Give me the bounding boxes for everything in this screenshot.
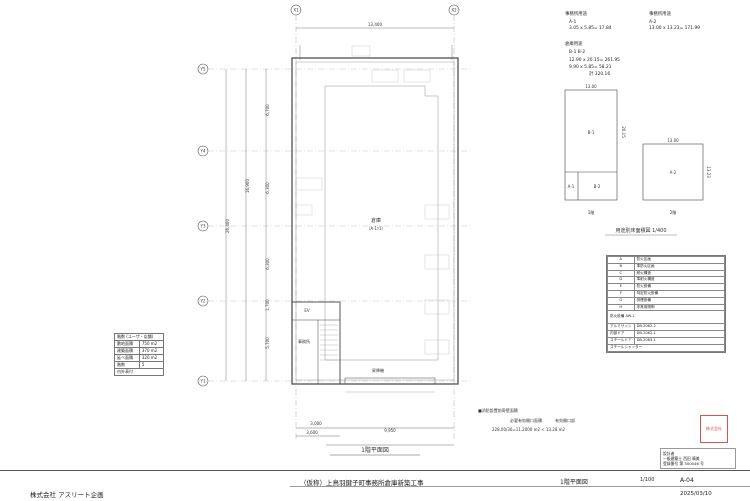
designer-block: 設計者 一級建築士 西田 晴美 登録番号 第 300046 号 [660,448,736,469]
drawing-name: 1階平面図 [560,479,588,486]
area-dim-3: 13.00 [667,138,679,143]
office-a2-label: A-2 [649,20,657,25]
left-span-5: 5,700 [265,337,270,349]
note-1: ■消防設置前寄壁面積 [478,407,518,413]
bottom-dim-2: 9,950 [384,428,396,433]
axis-y3: Y3 [200,224,206,229]
spec-table-header: 階数 (ユーザ・店舗) [114,333,164,341]
building-walls [291,57,459,446]
company-stamp: 株式会社 [700,415,728,443]
axis-y4: Y4 [200,149,206,154]
note-2: 必要有効開口面積 [510,417,542,423]
office-a1-calc: 3.05 x 5.85= 17.84 [569,26,612,31]
office-a2-calc: 13.00 x 13.23= 171.99 [649,26,700,31]
plan-title: 1階平面図 [361,446,389,454]
warehouse-sub-label: （A-1ﾂ1） [366,226,385,231]
office-a2-head: 事務所用途 [649,12,671,17]
note-3: 228.00/30=11.2000 m2 < 13.28 m2 [492,427,566,432]
area-b1: B-1 [588,130,595,135]
area-diagram-title: 用途別床面積図 1/400 [616,227,667,234]
area-dim-4: 13.23 [706,166,711,178]
floor1-label: 1階 [588,209,595,215]
legend-row: スチールシャッター [607,343,725,352]
area-b2: B-2 [594,184,601,189]
warehouse-calc-1: 12.90 x 20.15= 261.95 [569,58,620,63]
plan-annotations [295,45,450,355]
axis-x2: X2 [451,8,457,13]
warehouse-total: 計 320.16 [589,72,611,77]
left-span-1: 6,700 [265,104,270,116]
area-dim-2: 20.15 [621,126,626,138]
drawing-date: 2025/03/10 [680,491,712,497]
legend-row: 防火設備 AW-1 [607,310,725,325]
warehouse-head: 倉庫用途 [565,42,583,47]
area-diagram: B-1 A-1 B-2 A-2 13.00 20.15 13.00 13.23 … [564,84,711,236]
ev-label: EV [304,308,310,313]
axis-y2: Y2 [200,299,206,304]
company-name: 株式会社 アスリート企画 [30,491,104,499]
left-span-3: 6,300 [265,258,270,270]
floor2-label: 2階 [670,209,677,215]
warehouse-label: 倉庫 [371,217,381,224]
left-sub-dim: 16,900 [245,179,250,193]
area-a1: A-1 [568,184,575,189]
office-a1-label: A-1 [569,20,577,25]
spec-table-footer: 内外表付 [114,368,164,376]
axis-y5: Y5 [200,67,206,72]
project-name: （仮称）上鳥羽鍵子町事務所倉庫新築工事 [300,479,424,487]
left-span-4: 1,700 [265,299,270,311]
bottom-sub-dim: 3,600 [306,430,318,435]
drawing-scale: 1/100 [640,477,655,483]
bottom-dim-1: 3,000 [310,421,322,426]
axis-x1: X1 [293,8,299,13]
left-span-2: 6,300 [265,182,270,194]
area-a2: A-2 [670,170,677,175]
title-block: （仮称）上鳥羽鍵子町事務所倉庫新築工事 1階平面図 1/100 A-04 株式会… [0,470,750,501]
warehouse-calc-2: 9.90 x 5.85= 58.21 [569,65,612,70]
grid-axis-left: Y5 Y4 Y3 Y2 Y1 26,400 16,900 6,700 6,300… [197,63,470,387]
office-use-head: 事務所用途 [565,12,587,17]
ladder-label: 昇降機 [372,367,384,373]
warehouse-b: B-1 B-2 [569,50,586,55]
axis-y1: Y1 [200,379,206,384]
area-dim-1: 13.00 [585,84,597,89]
office-label: 事務所 [298,338,310,344]
top-dimension: 13,400 [368,22,382,27]
room-labels: 倉庫 （A-1ﾂ1） 事務所 EV 昇降機 [298,217,386,373]
left-total-dim: 26,400 [225,219,230,233]
note-4: 有効開口部 [555,417,575,423]
drawing-number: A-04 [680,477,694,484]
